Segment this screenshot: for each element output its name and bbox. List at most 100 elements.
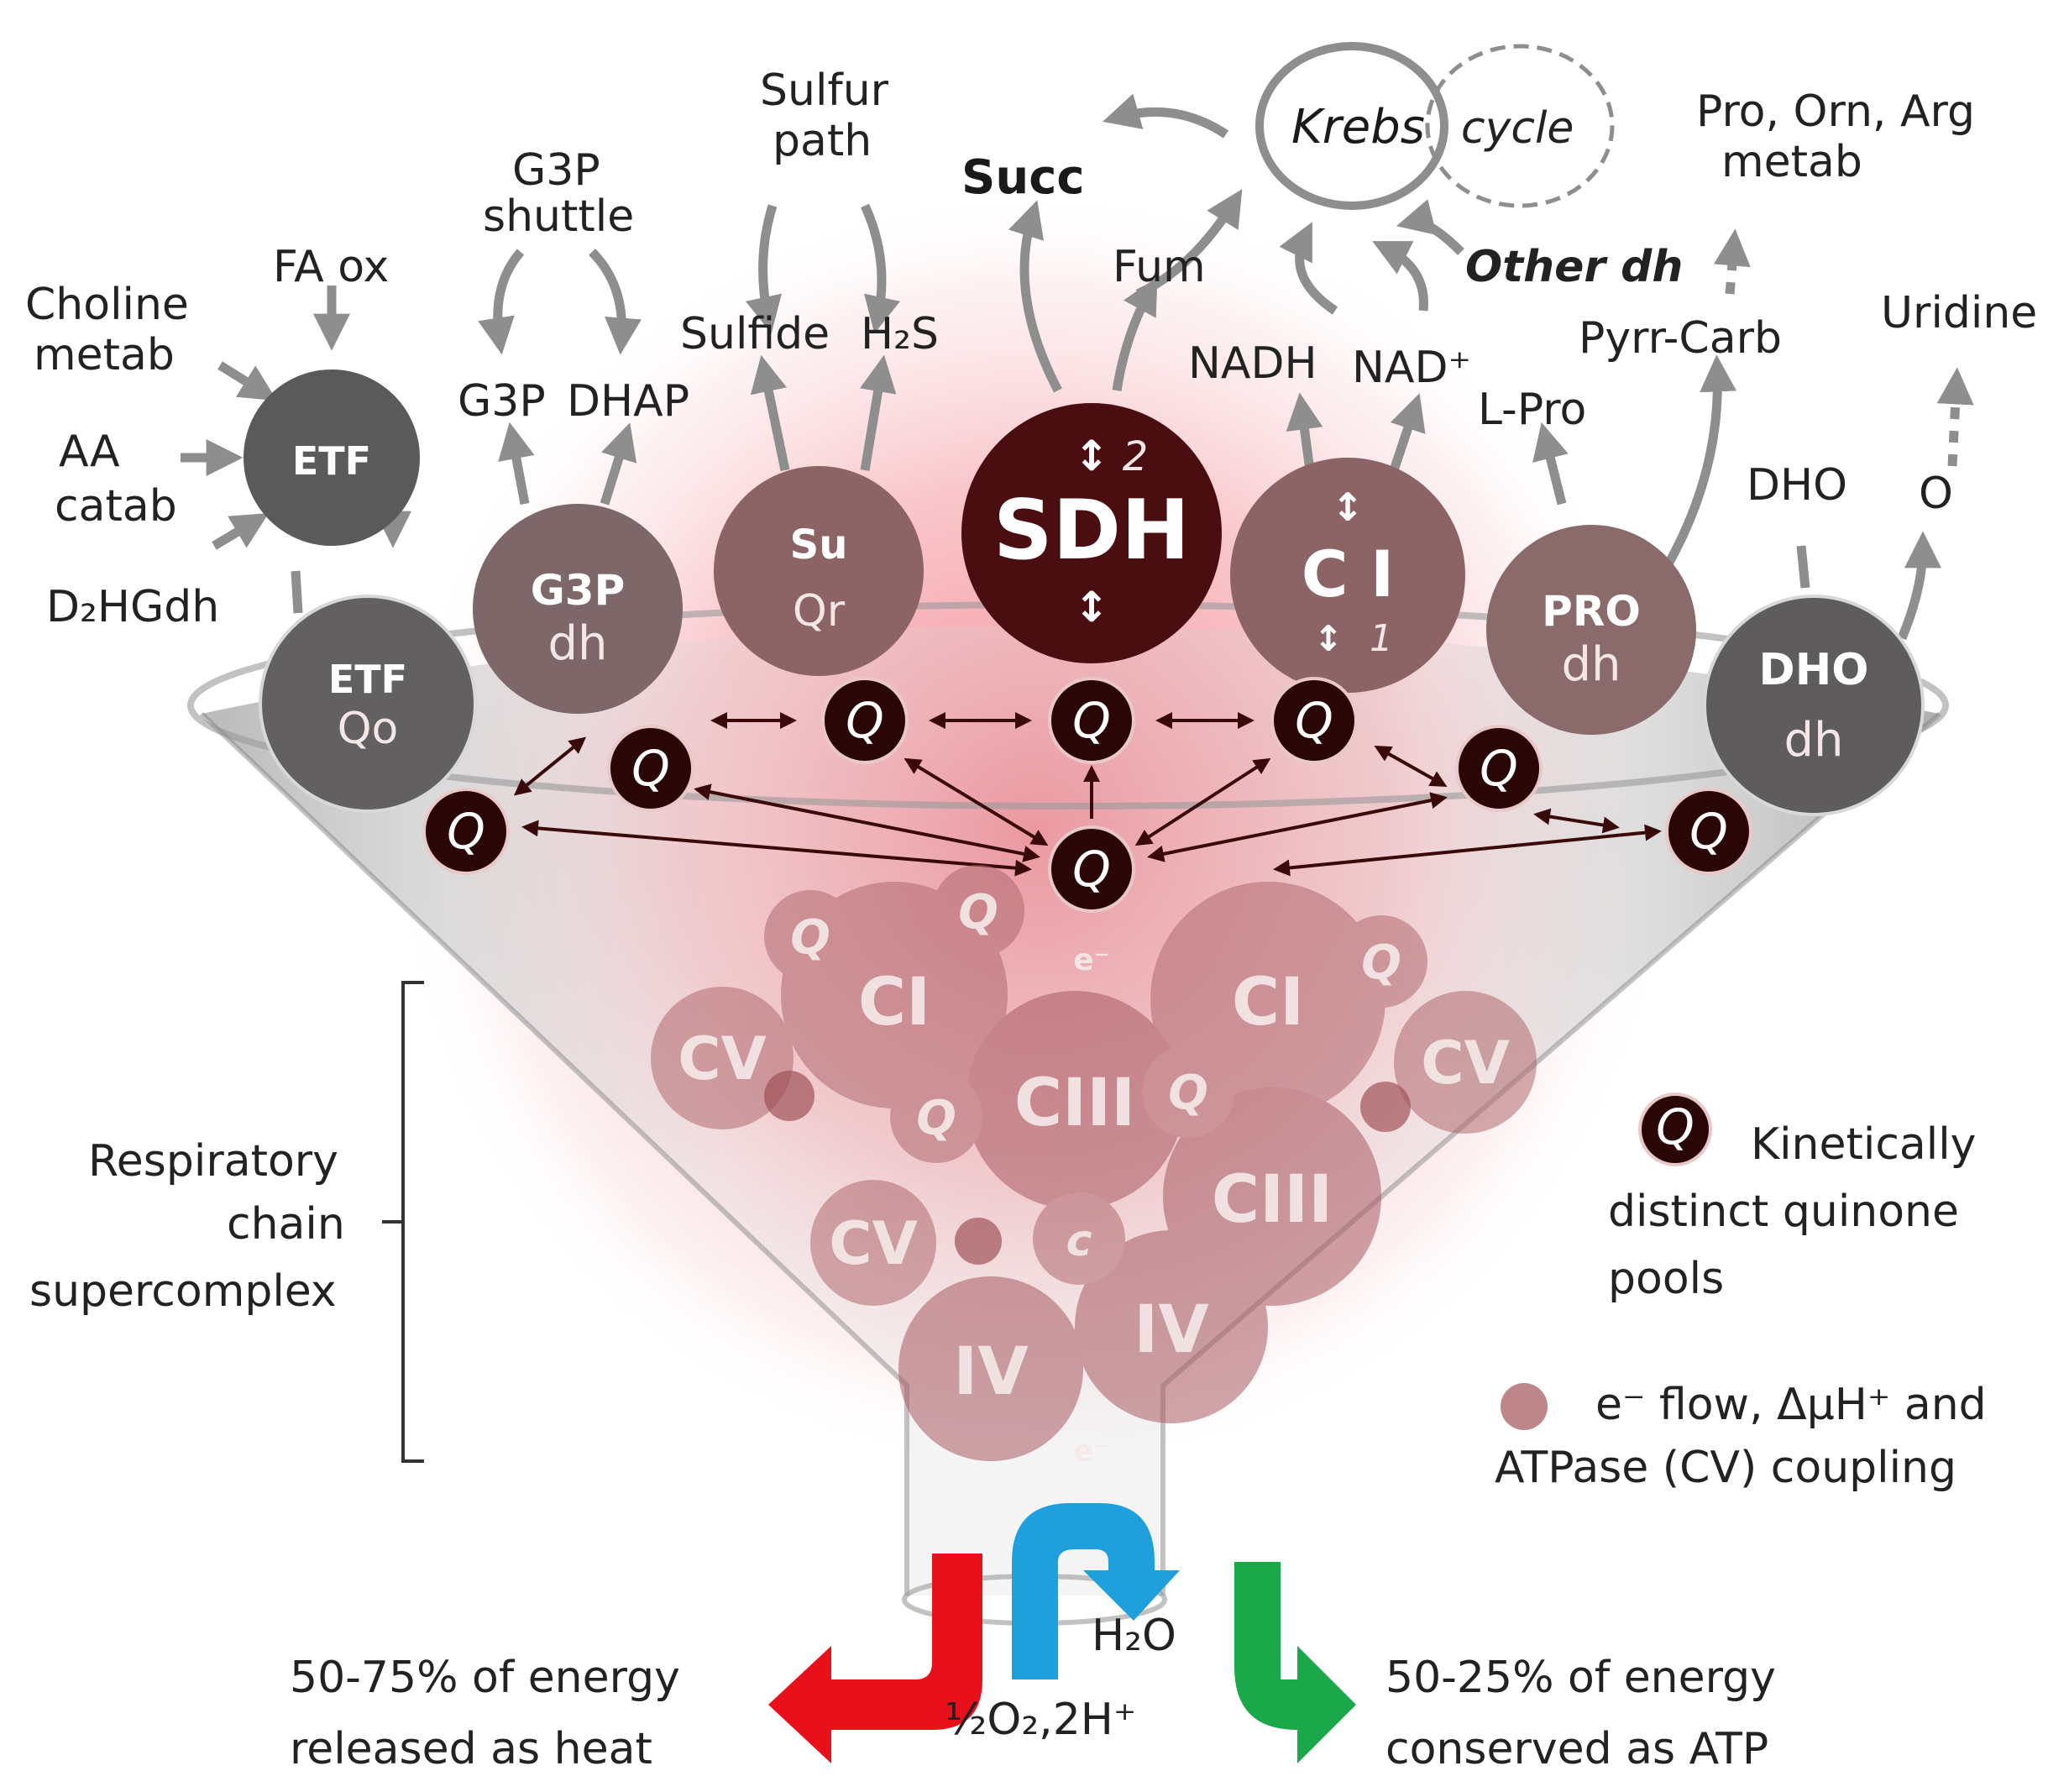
- dhodh-circle: [1703, 595, 1925, 816]
- krebs-cycle: [1255, 42, 1615, 210]
- fum: Fum: [1113, 242, 1206, 292]
- uridine: Uridine: [1881, 288, 2037, 338]
- heat-label-2: released as heat: [290, 1724, 652, 1774]
- o-label: O: [1919, 469, 1953, 519]
- sdh-label: SDH: [993, 483, 1190, 579]
- ci-arrow-2: ↕: [1313, 618, 1343, 659]
- funnel-q-2: Q: [958, 885, 998, 940]
- atp-arrow: [1234, 1562, 1356, 1763]
- pyrr-carb: Pyrr-Carb: [1579, 313, 1782, 364]
- bracket-label-1: Respiratory: [88, 1136, 338, 1187]
- dhodh-label-2: dh: [1784, 713, 1843, 768]
- funnel-labels: CI CI CIII CIII IV IV CV CV CV c Q Q Q Q…: [678, 885, 1510, 1469]
- nad: NAD⁺: [1352, 343, 1471, 393]
- funnel-ci-1: CI: [858, 965, 930, 1040]
- sdh-sub: 2: [1123, 433, 1149, 480]
- aa-catab-1: AA: [59, 427, 120, 477]
- funnel-electron-2: e⁻: [1073, 1434, 1109, 1469]
- bracket-label-2: chain: [227, 1199, 345, 1250]
- q-label-2: Q: [1072, 692, 1111, 749]
- g3p-shuttle-1: G3P: [512, 145, 600, 196]
- legend-sun-icon: [1501, 1383, 1548, 1430]
- legend-sun-2: ATPase (CV) coupling: [1495, 1443, 1956, 1493]
- sulfur-path-2: path: [773, 116, 872, 166]
- funnel-ci-2: CI: [1232, 965, 1304, 1040]
- legend-q-3: pools: [1608, 1254, 1724, 1304]
- l-pro: L-Pro: [1478, 385, 1586, 435]
- etf-circle: [244, 369, 420, 546]
- pro-orn-arg-1: Pro, Orn, Arg: [1696, 86, 1975, 137]
- funnel-q-3: Q: [1361, 935, 1401, 990]
- sdh-circle: [961, 403, 1222, 663]
- oxygen-label: ½O₂,2H⁺: [945, 1695, 1136, 1745]
- krebs: Krebs: [1291, 100, 1425, 155]
- ci-sub: 1: [1370, 617, 1393, 660]
- fa-ox: FA ox: [273, 242, 389, 292]
- legend: Kinetically distinct quinone pools e⁻ fl…: [1495, 1119, 1987, 1493]
- funnel-q-5: Q: [916, 1091, 956, 1145]
- dho: DHO: [1747, 460, 1847, 511]
- sdh-arrow-1: ↕: [1074, 432, 1109, 480]
- funnel-electron-1: e⁻: [1073, 943, 1109, 977]
- funnel-cv-1: CV: [678, 1024, 767, 1093]
- suqr-circle: [714, 466, 924, 676]
- funnel-q-1: Q: [790, 910, 830, 965]
- legend-q-icon: Q: [1656, 1098, 1694, 1155]
- funnel-ciii-2: CIII: [1212, 1162, 1333, 1238]
- prodh-circle: [1486, 525, 1696, 735]
- water-label: H₂O: [1092, 1611, 1176, 1661]
- ci-label: C I: [1302, 537, 1395, 611]
- enzymes: [244, 369, 1925, 816]
- g3p-shuttle-2: shuttle: [483, 191, 634, 242]
- output-labels: 50-75% of energy released as heat H₂O ½O…: [290, 1611, 1776, 1774]
- quinone-links: [513, 712, 1662, 877]
- heat-arrow: [768, 1554, 982, 1763]
- q-label-7: Q: [1689, 803, 1728, 860]
- q-label-3: Q: [1295, 692, 1333, 749]
- h2s: H₂S: [861, 309, 939, 359]
- legend-q-2: distinct quinone: [1608, 1187, 1959, 1237]
- legend-q-1: Kinetically: [1751, 1119, 1976, 1170]
- funnel-cv-2: CV: [1421, 1029, 1510, 1098]
- etf-label: ETF: [292, 438, 371, 484]
- funnel-ciii-1: CIII: [1014, 1066, 1135, 1141]
- atp-label-2: conserved as ATP: [1385, 1724, 1768, 1774]
- nadh: NADH: [1188, 338, 1317, 389]
- sulfide: Sulfide: [680, 309, 830, 359]
- legend-sun-1: e⁻ flow, ΔμH⁺ and: [1595, 1380, 1987, 1430]
- prodh-label-2: dh: [1561, 637, 1621, 692]
- cycle: cycle: [1461, 103, 1574, 154]
- heat-label-1: 50-75% of energy: [290, 1653, 680, 1703]
- d2hgdh: D₂HGdh: [46, 582, 219, 632]
- metabolite-labels: Choline metab FA ox AA catab D₂HGdh G3P …: [25, 65, 2037, 632]
- q-label-5: Q: [1480, 740, 1518, 797]
- q-label-4: Q: [631, 740, 670, 797]
- funnel-q-4: Q: [1168, 1066, 1208, 1120]
- pro-orn-arg-2: metab: [1721, 137, 1862, 187]
- sun-icons: [764, 1071, 1411, 1265]
- flux-arrows: [181, 93, 1974, 641]
- sulfur-path-1: Sulfur: [760, 65, 889, 116]
- atp-label-1: 50-25% of energy: [1385, 1653, 1776, 1703]
- quinone-labels: Q Q Q Q Q Q Q Q Q: [447, 692, 1728, 1155]
- bracket-label-3: supercomplex: [29, 1266, 337, 1317]
- suqr-label-2: Qr: [793, 586, 846, 637]
- aa-catab-2: catab: [55, 481, 177, 532]
- q-label-6: Q: [447, 803, 485, 860]
- enzyme-labels: ETF ETF Qo G3P dh Su Qr SDH ↕ 2 ↕ C I ↕ …: [292, 432, 1869, 768]
- suqr-label-1: Su: [790, 521, 848, 569]
- g3pdh-label-1: G3P: [531, 566, 625, 615]
- g3pdh-circle: [473, 504, 683, 714]
- g3pdh-label-2: dh: [547, 616, 607, 671]
- etfqo-circle: [259, 595, 477, 813]
- q-label-1: Q: [846, 692, 884, 749]
- succ: Succ: [961, 150, 1085, 205]
- sdh-arrow-2: ↕: [1074, 583, 1109, 631]
- dhap: DHAP: [567, 376, 689, 427]
- water-arrow: [1012, 1503, 1180, 1679]
- ci-circle: [1230, 458, 1465, 693]
- other-dh: Other dh: [1465, 242, 1683, 292]
- ci-arrow-1: ↕: [1332, 485, 1364, 530]
- etfqo-label-2: Qo: [338, 704, 399, 754]
- funnel-cytc: c: [1066, 1216, 1092, 1266]
